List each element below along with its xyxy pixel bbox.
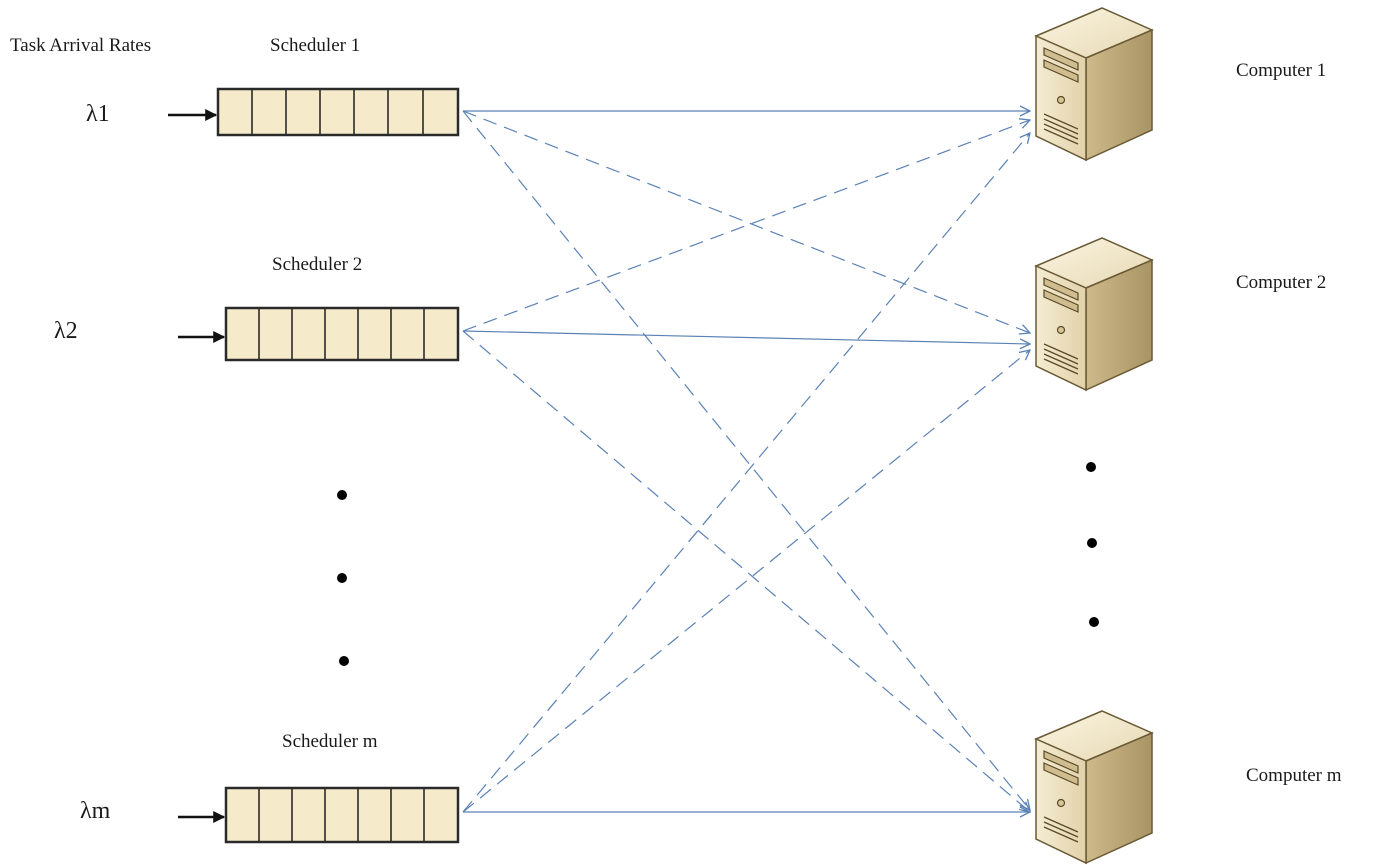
dot-icon <box>1086 462 1096 472</box>
task-arrival-rates-heading: Task Arrival Rates <box>10 35 152 56</box>
server-tower-icon <box>1034 710 1154 865</box>
scheduler-queue-m <box>178 786 460 844</box>
link-sm-c1 <box>462 133 1030 813</box>
link-s1-c2 <box>462 110 1030 333</box>
scheduler-queue-2 <box>178 306 460 362</box>
scheduler-label-2: Scheduler 2 <box>272 254 363 275</box>
scheduler-queue-1 <box>168 87 460 137</box>
computer-label-1: Computer 1 <box>1236 60 1327 81</box>
arrival-rate-2: λ2 <box>54 318 78 344</box>
computer-ellipsis <box>1086 462 1099 627</box>
scheduler-ellipsis <box>337 490 349 666</box>
dot-icon <box>337 490 347 500</box>
dot-icon <box>1087 538 1097 548</box>
server-tower-icon <box>1034 7 1154 162</box>
server-tower-icon <box>1034 237 1154 392</box>
link-sm-c2 <box>462 350 1030 813</box>
dot-icon <box>337 573 347 583</box>
link-s1-cm <box>462 110 1030 810</box>
scheduler-label-1: Scheduler 1 <box>270 35 361 56</box>
computer-label-2: Computer 2 <box>1236 272 1327 293</box>
arrival-rate-1: λ1 <box>86 101 110 127</box>
link-s2-c1 <box>462 120 1030 332</box>
link-s2-c2 <box>462 330 1030 344</box>
dot-icon <box>339 656 349 666</box>
dot-icon <box>1089 617 1099 627</box>
computer-label-m: Computer m <box>1246 765 1342 786</box>
link-s2-cm <box>462 330 1030 812</box>
scheduler-label-m: Scheduler m <box>282 731 378 752</box>
link-group <box>462 110 1030 813</box>
arrival-rate-m: λm <box>80 798 111 824</box>
